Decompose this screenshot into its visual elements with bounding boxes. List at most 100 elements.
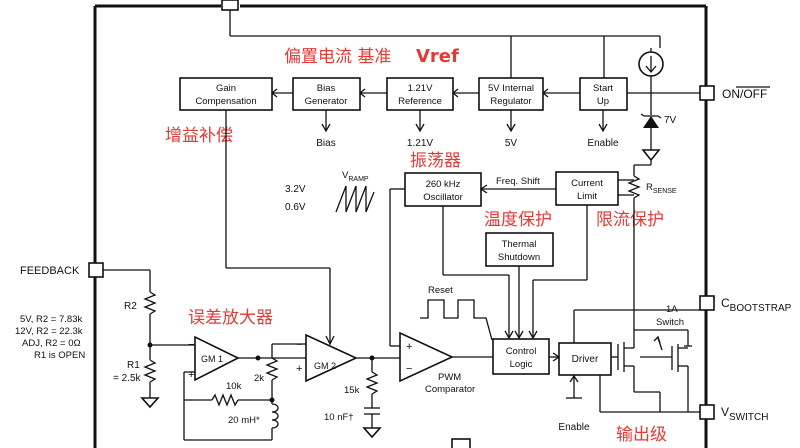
v-switch-label: VSWITCH [721,405,768,423]
bias-output-label: Bias [316,138,335,149]
internal-regulator-block: 5V Internal Regulator [478,77,544,111]
top-bus [229,10,661,80]
feedback-pin [88,262,104,278]
top-row-outputs [321,110,608,133]
svg-text:12V, R2 = 22.3k: 12V, R2 = 22.3k [15,326,83,337]
reg-output-label: 5V [505,138,518,149]
pwm-label-1: PWM [438,372,461,383]
r2-label: R2 [124,301,137,312]
capacitor-label: 10 nF† [324,412,354,423]
svg-text:ADJ, R2 = 0Ω: ADJ, R2 = 0Ω [22,338,81,349]
r1-value: = 2.5k [113,373,142,384]
annotation-temp-protect: 温度保护 [484,210,552,230]
annotation-error-amp: 误差放大器 [188,308,273,328]
feedback-label: FEEDBACK [20,265,80,277]
vramp-label: VRAMP [342,170,369,183]
pwm-label-2: Comparator [425,384,475,395]
thermal-shutdown-block: Thermal Shutdown [485,232,554,267]
oscillator-block: 260 kHz Oscillator [404,172,482,207]
svg-text:−: − [188,339,194,351]
svg-text:260 kHz: 260 kHz [426,179,461,190]
r1-label: R1 [127,360,140,371]
svg-text:Control: Control [506,346,537,357]
reset-label: Reset [428,285,453,296]
gm2-amplifier: GM 2 [305,333,358,383]
svg-text:5V, R2 = 7.83k: 5V, R2 = 7.83k [20,314,82,325]
c-bootstrap-pin [699,295,715,311]
svg-text:Up: Up [597,96,609,107]
svg-text:−: − [406,363,412,375]
svg-text:−: − [296,339,302,351]
svg-text:+: + [406,341,412,353]
r-2k-resistor [265,357,279,381]
control-logic-block: Control Logic [492,338,550,375]
svg-text:5V Internal: 5V Internal [488,83,534,94]
annotation-gain-comp: 增益补偿 [165,126,233,146]
annotation-oscillator: 振荡器 [410,151,461,171]
bottom-pin [451,438,471,448]
current-limit-block: Current Limit [555,171,619,206]
c-bootstrap-label: CBOOTSTRAP [721,296,792,314]
reference-block: 1.21V Reference [386,77,454,111]
annotation-bias-ref: 偏置电流 基准 [284,47,391,67]
on-off-pin [699,85,715,101]
svg-text:GM 1: GM 1 [201,354,223,364]
annotation-vref: Vref [416,46,459,67]
svg-text:Bias: Bias [317,83,336,94]
control-logic-inputs [442,205,588,340]
svg-text:Generator: Generator [305,96,348,107]
annotation-current-protect: 限流保护 [596,210,664,230]
svg-text:Oscillator: Oscillator [423,192,463,203]
r-10k-label: 10k [226,381,242,392]
v-switch-pin [699,404,715,420]
svg-text:Logic: Logic [510,359,533,370]
output-transistors [599,329,700,413]
r-10k-resistor [211,393,239,407]
rsense-label: RSENSE [646,182,677,195]
reset-pulse-waveform [420,299,482,319]
annotation-output-stage: 输出级 [616,425,667,445]
ramp-waveform [335,185,375,213]
r-15k-resistor [365,371,379,395]
switch-label-1: 1A [666,304,678,315]
freq-shift-label: Freq. Shift [496,176,540,187]
pwm-comparator [399,331,454,383]
svg-text:Driver: Driver [572,354,599,365]
svg-text:Compensation: Compensation [195,96,256,107]
svg-text:Gain: Gain [216,83,236,94]
r-15k-label: 15k [344,385,360,396]
switch-label-2: Switch [656,317,684,328]
svg-text:GM 2: GM 2 [314,361,336,371]
svg-text:+: + [296,363,302,375]
ramp-low-label: 0.6V [285,202,306,213]
startup-block: Start Up [579,77,628,111]
rsense-resistor [618,160,652,330]
ref-output-label: 1.21V [407,138,433,149]
resistor-config-note: 5V, R2 = 7.83k 12V, R2 = 22.3k ADJ, R2 =… [15,314,85,361]
bias-generator-block: Bias Generator [292,77,361,111]
zener-diode-icon [640,93,662,162]
svg-text:Current: Current [571,178,603,189]
enable-top-label: Enable [587,138,619,149]
ramp-high-label: 3.2V [285,184,306,195]
inductor-label: 20 mH* [228,415,260,426]
driver-block: Driver [558,342,612,376]
svg-text:Start: Start [593,83,613,94]
enable-bottom-label: Enable [558,422,590,433]
svg-text:Regulator: Regulator [490,96,531,107]
inductor-20mh [271,403,279,429]
svg-text:R1 is OPEN: R1 is OPEN [34,350,85,361]
svg-text:Reference: Reference [398,96,442,107]
gm1-amplifier: GM 1 [183,335,240,400]
on-off-label: ON/OFF [722,87,767,101]
r2-resistor [143,291,157,315]
gain-compensation-block: Gain Compensation [179,77,273,111]
zener-voltage-label: 7V [664,115,677,126]
svg-text:Thermal: Thermal [502,239,537,250]
svg-text:Limit: Limit [577,191,597,202]
svg-text:+: + [188,369,194,381]
svg-text:Shutdown: Shutdown [498,252,540,263]
svg-text:1.21V: 1.21V [408,83,433,94]
current-source-icon [638,48,664,93]
